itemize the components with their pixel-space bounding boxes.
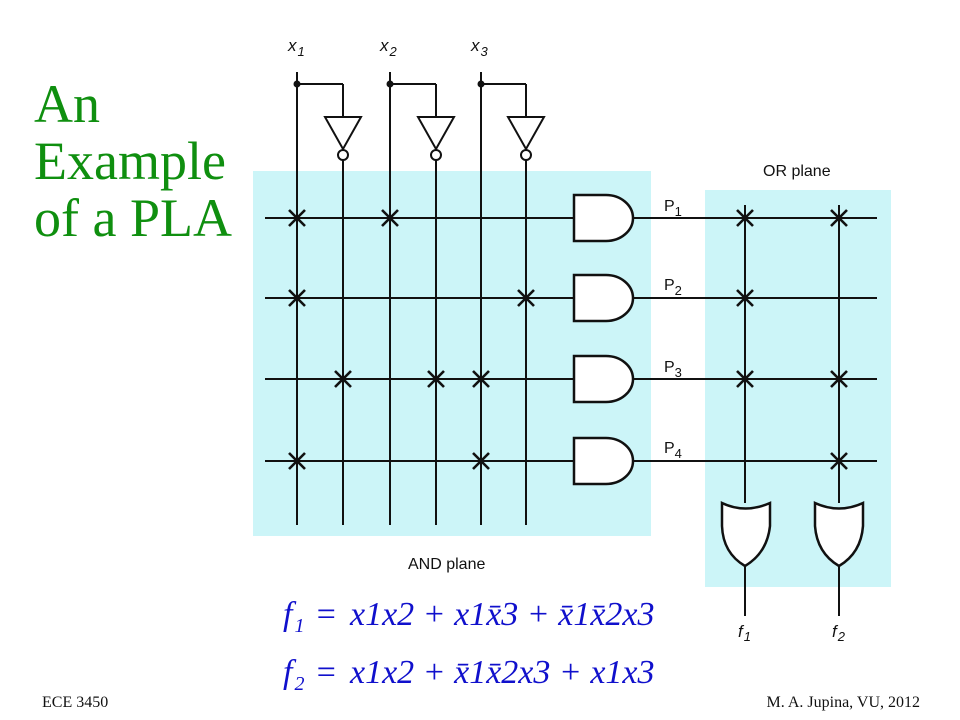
inverter-x1 [297, 83, 363, 161]
crosspoint-x1-p1 [288, 209, 306, 227]
inverter-x3 [481, 83, 546, 161]
or-plane-label: OR plane [763, 163, 831, 180]
inverters [297, 83, 546, 161]
input-label-x1: x1 [287, 36, 305, 59]
input-label-x3: x3 [470, 36, 489, 59]
or-gates [720, 501, 865, 568]
product-label-p1: P1 [664, 198, 682, 219]
output-label-f1: f1 [738, 622, 751, 644]
product-label-p2: P2 [664, 277, 682, 298]
output-label-f2: f2 [832, 622, 846, 644]
equation-f1-terms: x1x2 + x1x̄3 + x̄1x̄2x3 [349, 596, 655, 633]
crosspoint-x3bar-p2 [517, 289, 535, 307]
crosspoint-x2bar-p3 [427, 370, 445, 388]
svg-text:f1=: f1= [283, 596, 337, 637]
footer-author: M. A. Jupina, VU, 2012 [766, 694, 921, 711]
crosspoint-x3-p3 [472, 370, 490, 388]
or-input-lines [744, 205, 840, 503]
crosspoint-p3-f2 [830, 370, 848, 388]
and-gate-p2 [572, 273, 635, 323]
product-lines [633, 217, 877, 462]
crosspoints [288, 209, 848, 470]
svg-text:f2=: f2= [283, 654, 337, 695]
footer-course: ECE 3450 [42, 694, 109, 711]
crosspoint-x1-p4 [288, 452, 306, 470]
crosspoint-p3-f1 [736, 370, 754, 388]
and-gate-p1 [572, 193, 635, 243]
crosspoint-p2-f1 [736, 289, 754, 307]
product-label-p4: P4 [664, 440, 682, 461]
or-gate-f1 [720, 501, 772, 568]
title-line-1: An [34, 74, 100, 134]
and-input-lines [265, 217, 574, 462]
slide-title: An Example of a PLA [34, 76, 232, 247]
crosspoint-x1bar-p3 [334, 370, 352, 388]
title-line-3: of a PLA [34, 188, 232, 248]
crosspoint-x1-p2 [288, 289, 306, 307]
and-gate-p3 [572, 354, 635, 404]
and-gate-p4 [572, 436, 635, 486]
title-line-2: Example [34, 131, 226, 191]
crosspoint-x3-p4 [472, 452, 490, 470]
equation-f2-terms: x1x2 + x̄1x̄2x3 + x1x3 [349, 654, 655, 691]
inverter-x2 [390, 83, 456, 161]
crosspoint-p1-f1 [736, 209, 754, 227]
or-gate-f2 [813, 501, 865, 568]
output-lines [744, 566, 840, 616]
crosspoint-p4-f2 [830, 452, 848, 470]
and-plane-label: AND plane [408, 556, 485, 573]
crosspoint-x2-p1 [381, 209, 399, 227]
product-label-p3: P3 [664, 359, 682, 380]
crosspoint-p1-f2 [830, 209, 848, 227]
input-label-x2: x2 [379, 36, 398, 59]
and-gates [572, 193, 635, 486]
